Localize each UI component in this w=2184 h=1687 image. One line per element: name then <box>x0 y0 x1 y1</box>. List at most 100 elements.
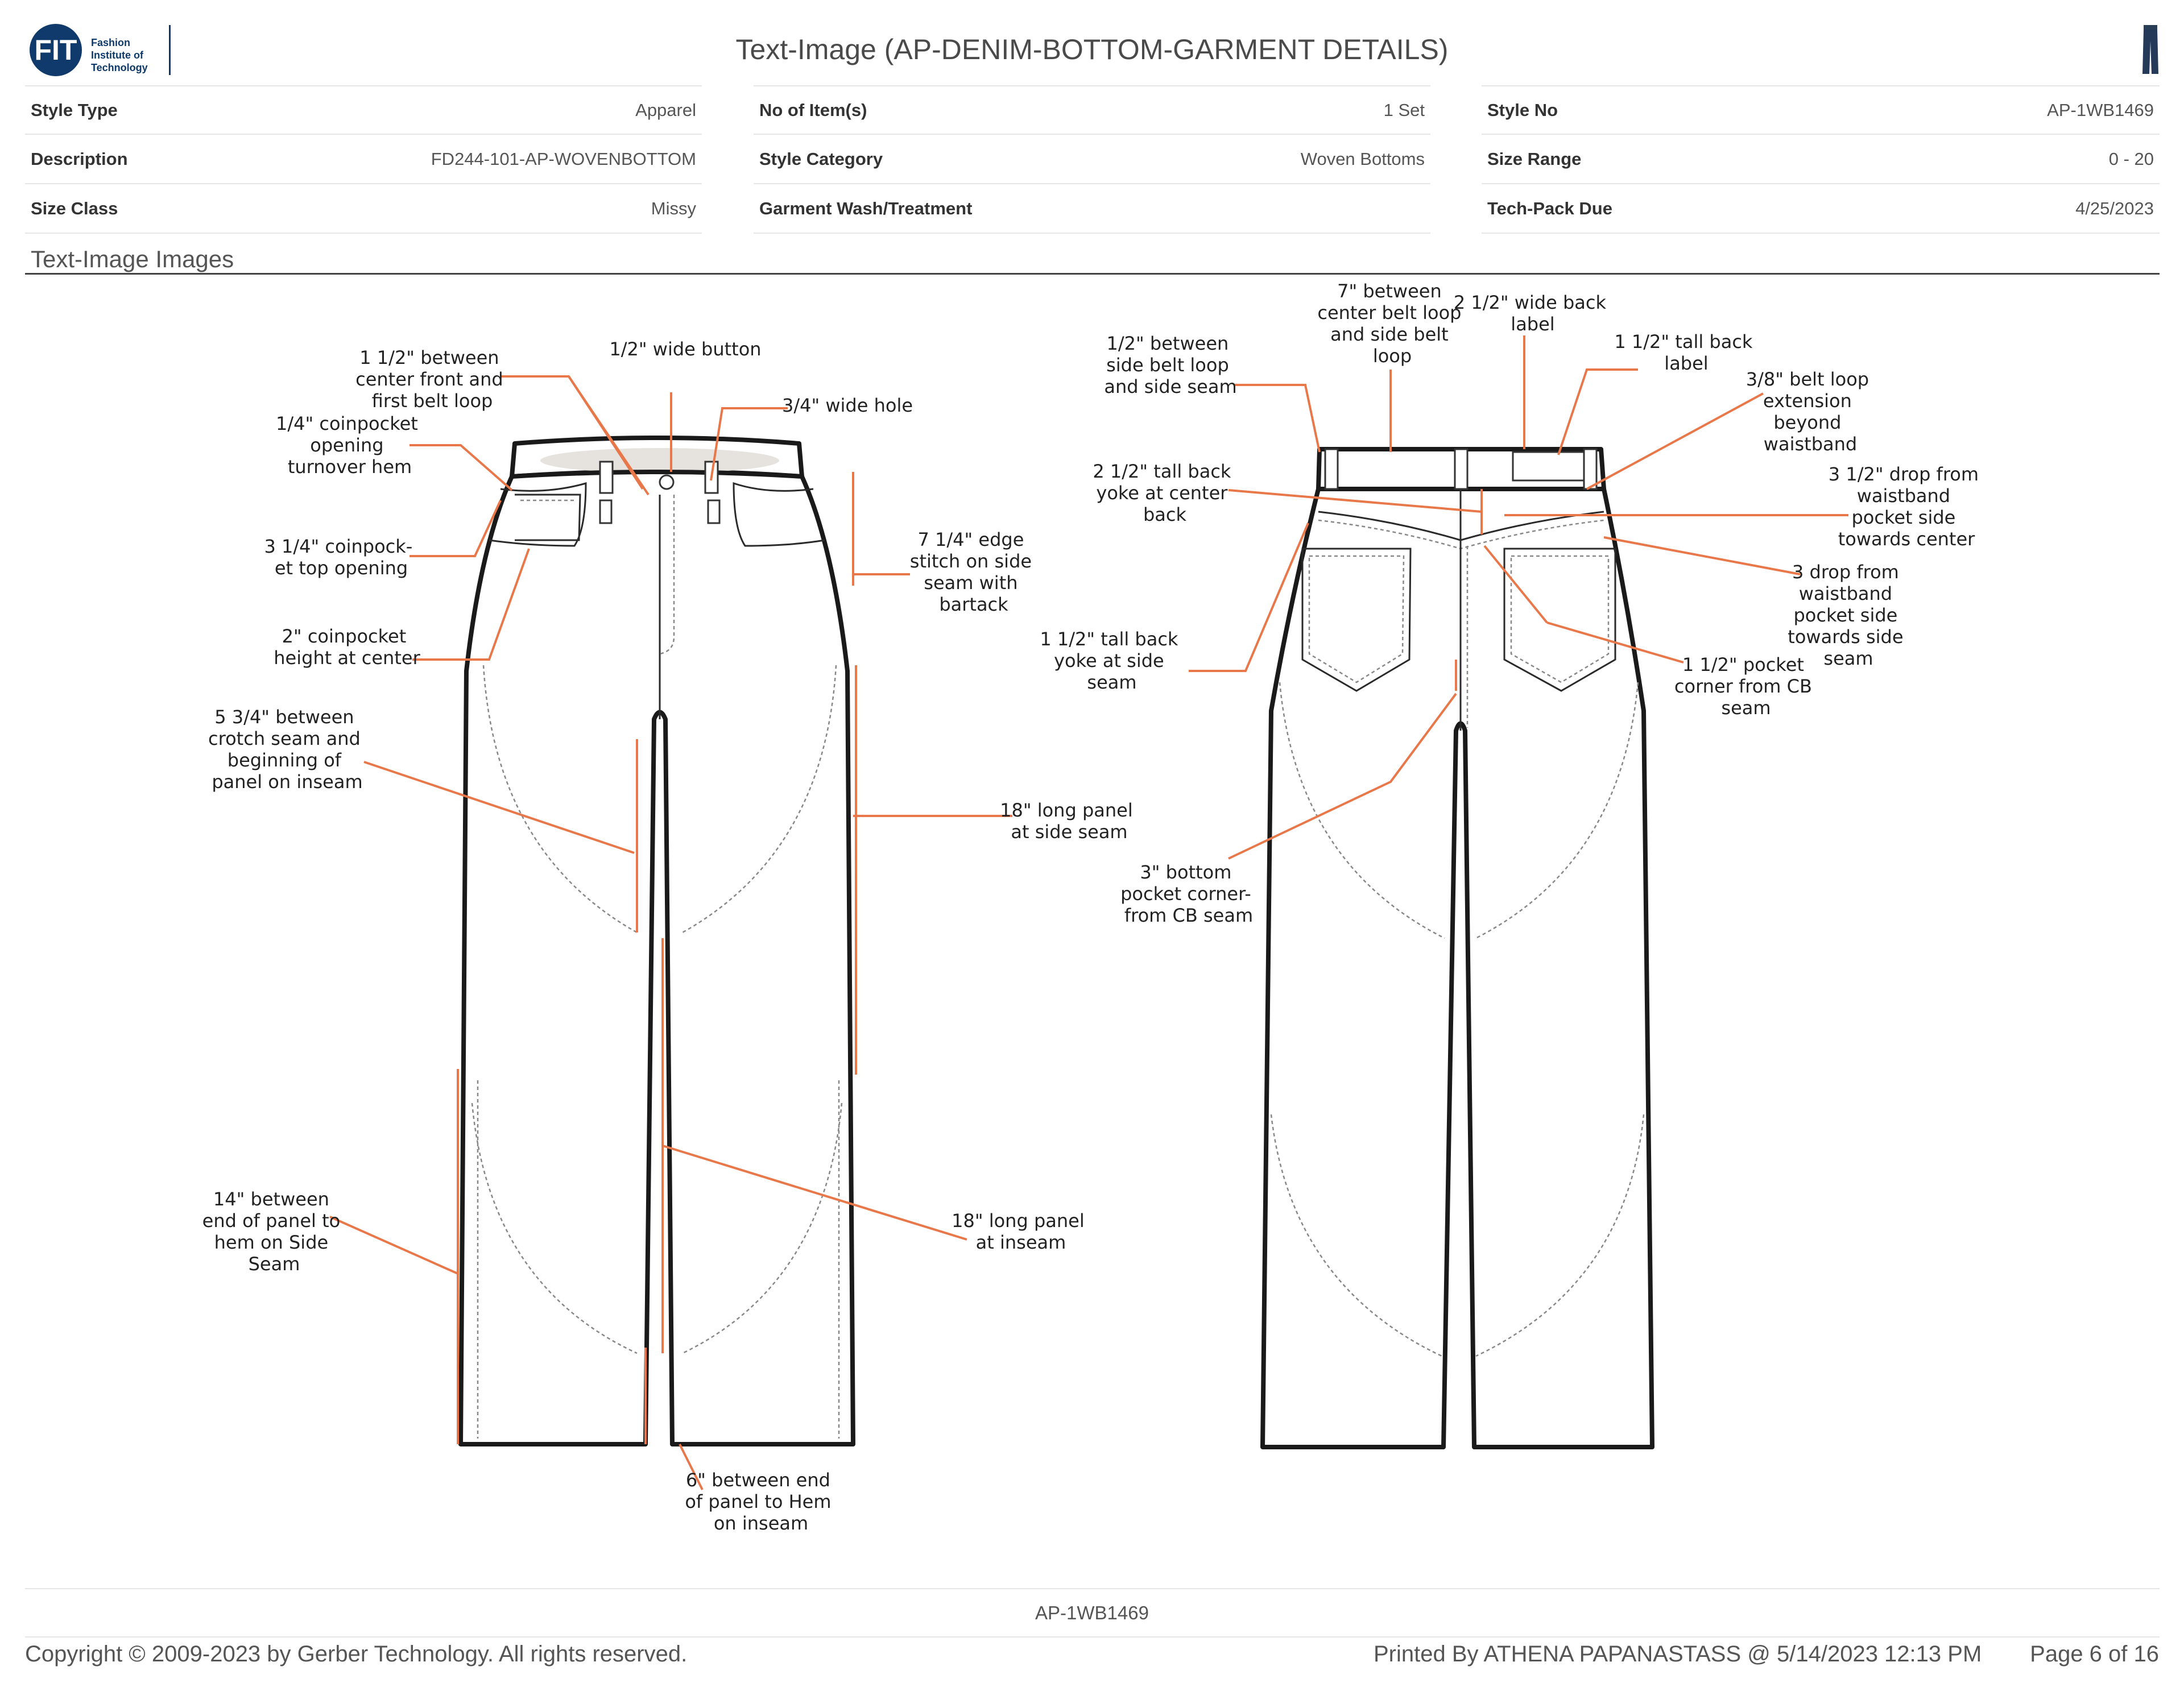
callout-line: center front and <box>355 368 503 390</box>
callout-line: corner from CB <box>1674 675 1812 697</box>
callout-line: and side belt <box>1330 324 1449 345</box>
callout-line: end of panel to <box>202 1210 341 1232</box>
info-label: Style No <box>1487 100 1558 120</box>
callout-line: 3 1/4" coinpock- <box>264 536 413 557</box>
front-pocket-right <box>733 482 825 547</box>
callout-line: yoke at center <box>1096 482 1228 504</box>
callout-line: of panel to Hem <box>685 1491 831 1512</box>
callout-line: 1 1/2" tall back <box>1040 628 1178 650</box>
info-label: No of Item(s) <box>759 100 867 120</box>
callout-line: 3 drop from <box>1792 561 1899 583</box>
info-row-description: Description FD244-101-AP-WOVENBOTTOM <box>25 135 702 184</box>
callout-coinpocket-opening: 1/4" coinpocket opening turnover hem <box>276 413 424 478</box>
callout-line: seam <box>1087 672 1136 693</box>
callout-crotch-panel: 5 3/4" between crotch seam and beginning… <box>208 706 366 793</box>
callout-line: 3 1/2" drop from <box>1829 463 1979 485</box>
back-belt-loop-center <box>1454 448 1469 490</box>
callout-line: hem on Side <box>214 1232 329 1253</box>
callout-line: seam with <box>924 572 1017 594</box>
info-row-garment-wash: Garment Wash/Treatment <box>754 184 1430 234</box>
callout-line: towards side <box>1788 626 1903 648</box>
callout-line: 1 1/2" tall back <box>1614 331 1753 353</box>
info-value: AP-1WB1469 <box>2047 100 2154 120</box>
callout-line: 1/2" wide button <box>609 338 761 360</box>
callout-back-label-tall: 1 1/2" tall back label <box>1614 331 1758 374</box>
info-label: Size Class <box>31 198 118 218</box>
callout-line: seam <box>1721 697 1771 719</box>
front-jeans-sketch <box>458 436 855 1446</box>
callout-line: label <box>1664 353 1708 374</box>
callout-line: 18" long panel <box>952 1210 1085 1232</box>
front-leader-lines <box>329 375 1012 1490</box>
callout-line: stitch on side <box>910 550 1032 572</box>
info-label: Style Type <box>31 100 118 120</box>
callout-belt-loop-extension: 3/8" belt loop extension beyond waistban… <box>1746 368 1875 455</box>
callout-line: seam <box>1823 648 1873 669</box>
callout-line: Seam <box>249 1253 300 1275</box>
callout-line: extension <box>1763 390 1852 412</box>
callout-line: 7" between <box>1337 280 1442 302</box>
footer-printed-by: Printed By ATHENA PAPANASTASS @ 5/14/202… <box>1374 1642 1982 1667</box>
callout-line: 2" coinpocket <box>282 625 407 647</box>
page-title: Text-Image (AP-DENIM-BOTTOM-GARMENT DETA… <box>735 34 1449 65</box>
callout-line: 1/2" between <box>1107 333 1229 354</box>
info-row-style-category: Style Category Woven Bottoms <box>754 135 1430 184</box>
back-body <box>1260 487 1654 1449</box>
callout-line: pocket corner- <box>1120 883 1251 905</box>
callout-line: on inseam <box>714 1512 808 1534</box>
info-value: Apparel <box>635 100 696 120</box>
callout-line: 18" long panel <box>1000 799 1133 821</box>
front-panel-right <box>682 665 837 934</box>
callout-line: bartack <box>939 594 1008 615</box>
jeans-thumbnail-icon <box>2142 25 2158 74</box>
callout-line: height at center <box>274 647 420 669</box>
info-column-3: Style No AP-1WB1469 Size Range 0 - 20 Te… <box>1482 85 2160 234</box>
footer-divider <box>25 1588 2160 1589</box>
back-jeans-sketch <box>1260 447 1654 1449</box>
callout-line: center belt loop <box>1317 302 1461 324</box>
callout-line: loop <box>1373 345 1412 367</box>
callout-yoke-side: 1 1/2" tall back yoke at side seam <box>1040 628 1184 693</box>
callout-line: 2 1/2" tall back <box>1093 461 1231 482</box>
callout-line: label <box>1511 313 1554 335</box>
callout-line: from CB seam <box>1124 905 1253 926</box>
callout-line: et top opening <box>275 557 408 579</box>
info-label: Style Category <box>759 148 883 169</box>
info-value: Woven Bottoms <box>1300 148 1425 169</box>
callout-drop-center: 3 1/2" drop from waistband pocket side t… <box>1829 463 1984 550</box>
back-panel-right <box>1475 682 1639 939</box>
callout-line: pocket side <box>1793 604 1897 626</box>
callout-line: beginning of <box>228 749 342 771</box>
callout-line: waistband <box>1764 433 1857 455</box>
callout-line: beyond <box>1773 412 1841 433</box>
callout-line: towards center <box>1838 528 1975 550</box>
footer-copyright: Copyright © 2009-2023 by Gerber Technolo… <box>25 1642 688 1667</box>
callout-panel-inseam: 18" long panel at inseam <box>952 1210 1090 1253</box>
callout-back-label-wide: 2 1/2" wide back label <box>1454 292 1612 335</box>
callout-line: and side seam <box>1104 376 1236 397</box>
callout-edge-stitch: 7 1/4" edge stitch on side seam with bar… <box>910 529 1037 615</box>
footer-style-code: AP-1WB1469 <box>1035 1602 1149 1623</box>
callout-line: 3/8" belt loop <box>1746 368 1869 390</box>
front-button <box>659 474 675 490</box>
front-panel-left <box>482 665 638 934</box>
info-value: FD244-101-AP-WOVENBOTTOM <box>431 148 696 169</box>
info-value: 4/25/2023 <box>2075 198 2154 218</box>
callout-coinpocket-top: 3 1/4" coinpock- et top opening <box>264 536 419 579</box>
callout-line: 2 1/2" wide back <box>1454 292 1607 313</box>
footer-divider <box>25 1636 2160 1638</box>
callout-panel-hem-inseam: 6" between end of panel to Hem on inseam <box>685 1469 837 1534</box>
front-body <box>458 470 855 1446</box>
callout-line: 3" bottom <box>1140 861 1231 883</box>
info-row-size-class: Size Class Missy <box>25 184 702 234</box>
info-value: 1 Set <box>1383 100 1425 120</box>
callout-pocket-corner: 1 1/2" pocket corner from CB seam <box>1674 654 1818 719</box>
section-title: Text-Image Images <box>31 246 234 272</box>
footer-page-number: Page 6 of 16 <box>2030 1642 2159 1667</box>
logo-name: Fashion Institute of Technology <box>91 37 148 73</box>
fit-logo: FIT <box>30 24 82 76</box>
callout-line: turnover hem <box>288 456 412 478</box>
callout-line: opening <box>310 434 383 456</box>
callout-coinpocket-height: 2" coinpocket height at center <box>274 625 420 669</box>
